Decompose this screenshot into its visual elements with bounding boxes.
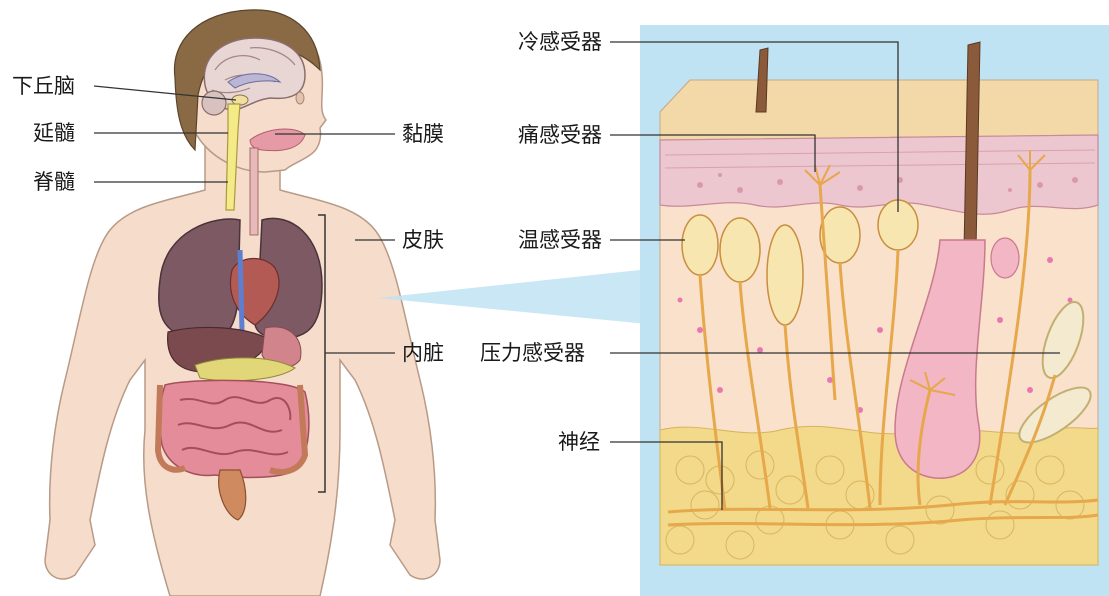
label-spinal-cord: 脊髓 (33, 170, 75, 194)
label-warm-receptor: 温感受器 (518, 228, 602, 252)
epidermis (660, 135, 1098, 214)
skin-surface (660, 80, 1098, 140)
label-medulla: 延髓 (33, 121, 75, 145)
label-nerve: 神经 (558, 430, 600, 454)
cerebellum (202, 91, 226, 115)
label-cold-receptor: 冷感受器 (518, 30, 602, 54)
label-skin: 皮肤 (402, 228, 444, 252)
intestines (160, 380, 309, 477)
label-hypothalamus: 下丘脑 (12, 74, 75, 98)
skin-inset (640, 25, 1109, 596)
label-viscera: 内脏 (402, 341, 444, 365)
zoom-callout (378, 268, 658, 325)
label-pressure-receptor: 压力感受器 (480, 341, 585, 365)
human-figure (45, 10, 440, 596)
label-mucosa: 黏膜 (402, 122, 444, 146)
label-pain-receptor: 痛感受器 (518, 123, 602, 147)
